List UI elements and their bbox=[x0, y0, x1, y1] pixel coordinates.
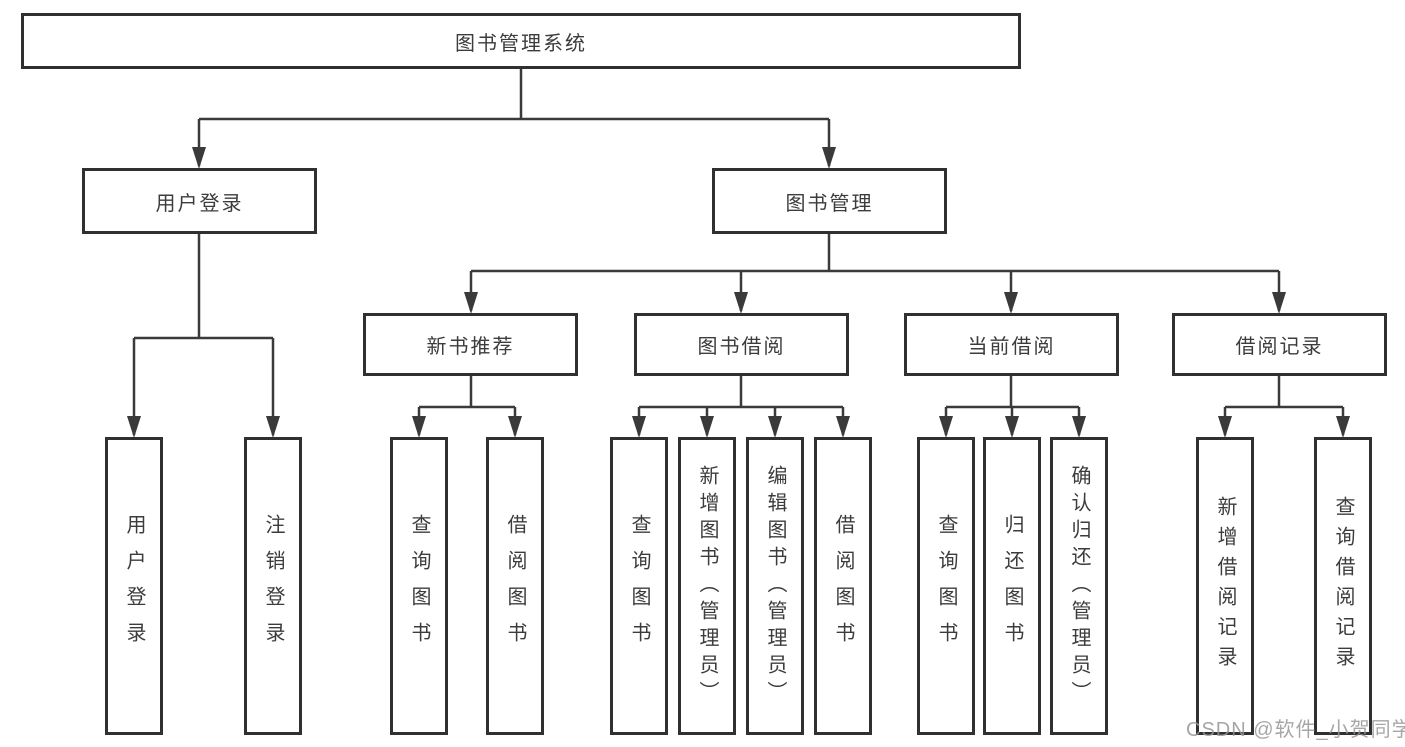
node-book-borrow: 图书借阅 bbox=[634, 313, 849, 376]
node-user-login-branch: 用户登录 bbox=[82, 168, 317, 234]
leaf-add-borrow-record: 新增借阅记录 bbox=[1196, 437, 1254, 735]
leaf-add-books-admin-label: 新增图书（管理员） bbox=[696, 464, 718, 708]
leaf-return-books: 归还图书 bbox=[983, 437, 1041, 735]
node-current-borrow: 当前借阅 bbox=[904, 313, 1119, 376]
leaf-return-books-label: 归还图书 bbox=[1001, 514, 1023, 658]
node-system-root: 图书管理系统 bbox=[21, 13, 1021, 69]
leaf-borrow-books-recommend-label: 借阅图书 bbox=[504, 514, 526, 658]
arrowheads bbox=[127, 147, 1350, 438]
leaf-query-borrow-record-label: 查询借阅记录 bbox=[1332, 496, 1354, 676]
node-book-manage-label: 图书管理 bbox=[785, 192, 874, 215]
leaf-query-books-recommend-label: 查询图书 bbox=[408, 514, 430, 658]
leaf-add-borrow-record-label: 新增借阅记录 bbox=[1214, 496, 1236, 676]
leaf-query-borrow-record: 查询借阅记录 bbox=[1314, 437, 1372, 735]
node-system-root-label: 图书管理系统 bbox=[455, 32, 587, 55]
leaf-borrow-books-label: 借阅图书 bbox=[832, 514, 854, 658]
leaf-user-login-label: 用户登录 bbox=[123, 514, 145, 658]
node-user-login-label: 用户登录 bbox=[155, 192, 244, 215]
leaf-confirm-return-admin-label: 确认归还（管理员） bbox=[1068, 464, 1090, 708]
node-current-borrow-label: 当前借阅 bbox=[967, 336, 1056, 358]
leaf-query-books-borrow: 查询图书 bbox=[610, 437, 668, 735]
leaf-query-books-current-label: 查询图书 bbox=[935, 514, 957, 658]
node-borrow-records-label: 借阅记录 bbox=[1235, 336, 1324, 358]
leaf-borrow-books: 借阅图书 bbox=[814, 437, 872, 735]
csdn-watermark: CSDN @软件_小贺同学 bbox=[1186, 719, 1405, 741]
leaf-confirm-return-admin: 确认归还（管理员） bbox=[1050, 437, 1108, 735]
leaf-user-login: 用户登录 bbox=[105, 437, 163, 735]
leaf-query-books-borrow-label: 查询图书 bbox=[628, 514, 650, 658]
node-new-book-recommend: 新书推荐 bbox=[363, 313, 578, 376]
leaf-query-books-recommend: 查询图书 bbox=[390, 437, 448, 735]
leaf-edit-books-admin: 编辑图书（管理员） bbox=[746, 437, 804, 735]
leaf-add-books-admin: 新增图书（管理员） bbox=[678, 437, 736, 735]
node-book-manage-branch: 图书管理 bbox=[712, 168, 947, 234]
leaf-logout-label: 注销登录 bbox=[262, 514, 284, 658]
leaf-edit-books-admin-label: 编辑图书（管理员） bbox=[764, 464, 786, 708]
node-borrow-records: 借阅记录 bbox=[1172, 313, 1387, 376]
leaf-logout: 注销登录 bbox=[244, 437, 302, 735]
leaf-query-books-current: 查询图书 bbox=[917, 437, 975, 735]
node-book-borrow-label: 图书借阅 bbox=[697, 336, 786, 358]
node-new-book-recommend-label: 新书推荐 bbox=[426, 336, 515, 358]
leaf-borrow-books-recommend: 借阅图书 bbox=[486, 437, 544, 735]
